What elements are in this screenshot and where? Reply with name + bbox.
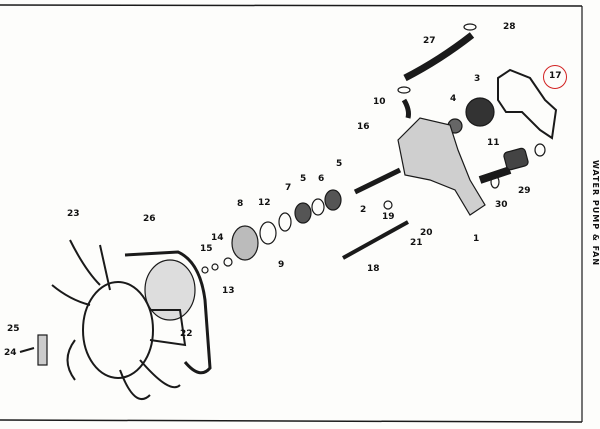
hose — [403, 32, 475, 82]
part-label: 24 — [4, 348, 17, 358]
washer — [211, 263, 219, 271]
outlet-pipe — [478, 166, 512, 184]
screw — [19, 347, 35, 353]
hub-8 — [231, 225, 259, 261]
part-label: 6 — [318, 174, 325, 184]
part-label: 2 — [360, 205, 367, 215]
part-label: 26 — [143, 214, 156, 224]
clip — [534, 143, 546, 157]
hose-clip — [463, 23, 477, 31]
seal — [259, 221, 277, 245]
gasket — [497, 68, 558, 140]
bearing — [294, 202, 312, 224]
part-label: 30 — [495, 200, 508, 210]
spacer — [311, 198, 325, 216]
part-label: 29 — [518, 186, 531, 196]
part-label: 8 — [237, 199, 244, 209]
part-label: 3 — [474, 74, 481, 84]
top-border — [0, 4, 583, 7]
fan-blades — [51, 239, 187, 401]
part-label: 15 — [200, 244, 213, 254]
part-label: 10 — [373, 97, 386, 107]
part-label: 21 — [410, 238, 423, 248]
part-label: 20 — [420, 228, 433, 238]
washer — [223, 257, 233, 267]
part-label: 4 — [450, 94, 457, 104]
part-label: 5 — [336, 159, 343, 169]
ring — [278, 212, 292, 232]
part-label: 16 — [357, 122, 370, 132]
hose-clip — [397, 86, 411, 94]
part-label: 7 — [285, 183, 292, 193]
part-label-highlighted: 17 — [549, 71, 562, 81]
part-label: 11 — [487, 138, 500, 148]
part-label: 18 — [367, 264, 380, 274]
nut — [201, 266, 209, 274]
part-label: 14 — [211, 233, 224, 243]
housing-cover — [465, 97, 495, 127]
section-title: WATER PUMP & FAN — [591, 160, 600, 267]
bearing — [324, 189, 342, 211]
fan-hub — [82, 281, 154, 379]
bottom-border — [0, 419, 583, 423]
part-label: 25 — [7, 324, 20, 334]
bracket — [37, 334, 48, 366]
highlight-circle — [543, 65, 567, 89]
part-label: 5 — [300, 174, 307, 184]
part-label: 22 — [180, 329, 193, 339]
part-label: 19 — [382, 212, 395, 222]
part-label: 9 — [278, 260, 285, 270]
part-label: 28 — [503, 22, 516, 32]
clip-30 — [490, 175, 500, 189]
pump-body — [397, 117, 486, 216]
part-label: 1 — [473, 234, 480, 244]
part-label: 27 — [423, 36, 436, 46]
hose-29 — [503, 147, 529, 171]
pulley — [144, 259, 196, 321]
bolt-18 — [342, 220, 409, 260]
part-label: 12 — [258, 198, 271, 208]
belt — [124, 250, 212, 375]
part-label: 23 — [67, 209, 80, 219]
part-label: 13 — [222, 286, 235, 296]
bypass-hose — [401, 98, 411, 119]
shaft — [353, 167, 402, 195]
nut-19 — [383, 200, 393, 210]
